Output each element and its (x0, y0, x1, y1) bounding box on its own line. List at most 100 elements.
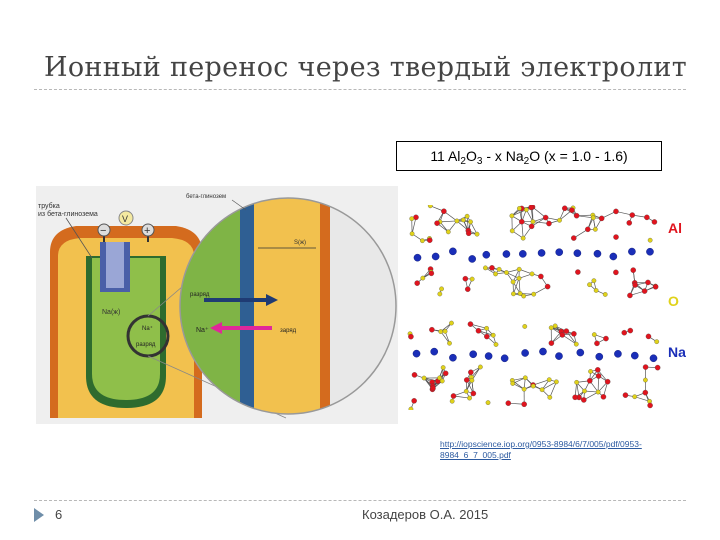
aluminum-atom (411, 372, 418, 378)
aluminum-atom (581, 397, 587, 403)
oxygen-atom (643, 377, 648, 383)
aluminum-atom (441, 208, 447, 215)
oxygen-atom (408, 406, 414, 410)
aluminum-atom (613, 234, 619, 240)
na-plus-label: Na⁺ (196, 327, 209, 334)
aluminum-atom (641, 288, 648, 294)
oxygen-atom (582, 388, 587, 394)
aluminum-atom (548, 340, 555, 346)
aluminum-atom (603, 335, 609, 342)
aluminum-atom (569, 207, 575, 213)
aluminum-atom (613, 269, 619, 276)
crystal-bond (531, 217, 546, 227)
aluminum-atom (627, 292, 633, 299)
oxygen-atom (591, 278, 597, 284)
oxygen-atom (516, 275, 522, 281)
aluminum-atom (573, 212, 580, 219)
oxygen-atom (539, 387, 545, 393)
sodium-atom (646, 247, 654, 256)
oxygen-atom (517, 291, 523, 296)
sodium-atom (519, 250, 527, 258)
oxygen-atom (427, 205, 433, 209)
sodium-sulfur-cell-diagram: − + V трубка из бета-глинозема Na(ж) Na⁺… (36, 186, 398, 424)
oxygen-atom (602, 292, 608, 297)
aluminum-atom (464, 286, 471, 292)
sodium-atom (468, 255, 476, 263)
aluminum-atom (521, 401, 527, 407)
sodium-atom (469, 350, 477, 359)
aluminum-atom (563, 328, 570, 334)
aluminum-atom (622, 392, 629, 398)
oxygen-atom (587, 282, 592, 287)
aluminum-atom (621, 329, 627, 336)
aluminum-atom (470, 390, 477, 397)
aluminum-atom (654, 364, 661, 371)
discharge-small: разряд (136, 342, 156, 348)
na-liquid-label: Na(ж) (102, 309, 120, 316)
source-link[interactable]: http://iopscience.iop.org/0953-8984/6/7/… (440, 439, 642, 460)
aluminum-atom (559, 332, 566, 338)
legend-o: O (668, 293, 679, 309)
oxygen-atom (510, 279, 516, 285)
oxygen-atom (554, 379, 559, 385)
crystal-bond (513, 278, 520, 294)
legend-na: Na (668, 344, 686, 360)
beta-alumina-label: бета-глинозем (186, 194, 226, 200)
oxygen-atom (449, 398, 455, 404)
oxygen-atom (504, 270, 509, 275)
oxygen-atom (590, 215, 596, 221)
aluminum-atom (450, 393, 457, 399)
crystal-bond (615, 211, 633, 216)
crystal-bond (511, 209, 527, 217)
aluminum-atom (626, 220, 633, 226)
crystal-bond (521, 221, 524, 239)
oxygen-atom (447, 340, 452, 346)
oxygen-atom (445, 229, 451, 235)
oxygen-atom (530, 219, 536, 225)
oxygen-atom (440, 365, 446, 370)
oxygen-atom (463, 388, 469, 394)
oxygen-atom (493, 271, 498, 277)
aluminum-atom (467, 321, 474, 327)
crystal-bond (533, 379, 550, 386)
oxygen-atom (490, 332, 496, 338)
aluminum-atom (544, 283, 551, 290)
aluminum-atom (651, 219, 658, 225)
aluminum-atom (413, 214, 419, 221)
sodium-atom (449, 247, 457, 256)
sodium-atom (537, 249, 546, 257)
oxygen-atom (522, 375, 528, 381)
aluminum-atom (442, 370, 449, 377)
aluminum-atom (575, 269, 581, 275)
oxygen-atom (548, 325, 554, 331)
oxygen-atom (409, 231, 415, 237)
tube-label: трубка (38, 202, 60, 210)
crystal-bond (634, 396, 650, 402)
sodium-atom (555, 352, 563, 360)
oxygen-atom (438, 329, 444, 334)
aluminum-atom (434, 220, 440, 226)
aluminum-atom (411, 398, 417, 404)
chemical-formula: 11 Al2O3 - x Na2O (x = 1.0 - 1.6) (396, 141, 662, 171)
aluminum-atom (538, 273, 544, 280)
aluminum-atom (630, 267, 637, 273)
s-liquid-label: S(ж) (294, 240, 306, 246)
oxygen-atom (469, 378, 475, 383)
sodium-atom (413, 253, 422, 262)
oxygen-atom (493, 342, 499, 347)
crystal-bond (532, 206, 546, 218)
aluminum-atom (629, 212, 636, 218)
aluminum-atom (572, 394, 578, 401)
oxygen-atom (595, 389, 601, 395)
oxygen-atom (409, 216, 415, 222)
oxygen-atom (573, 341, 579, 347)
oxygen-atom (574, 380, 580, 385)
aluminum-atom (594, 340, 600, 347)
aluminum-atom (585, 226, 591, 233)
aluminum-atom (587, 378, 593, 384)
voltmeter-label: V (122, 214, 128, 224)
oxygen-atom (420, 238, 425, 244)
aluminum-atom (430, 385, 436, 392)
oxygen-atom (521, 386, 527, 392)
oxygen-atom (483, 265, 488, 271)
